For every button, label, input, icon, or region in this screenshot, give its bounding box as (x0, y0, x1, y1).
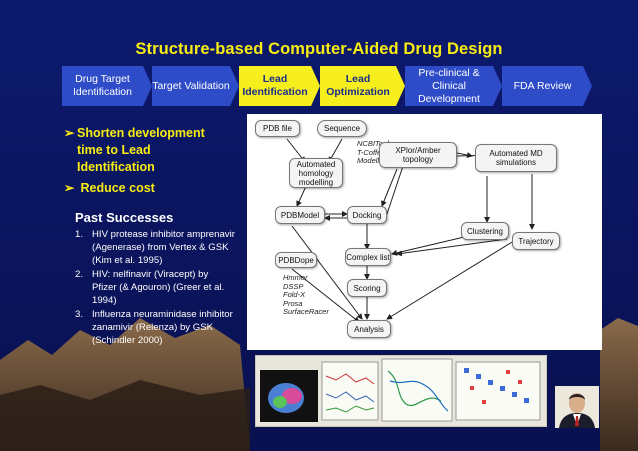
tool-label: Fold-X (283, 290, 306, 299)
presenter-photo-art (555, 386, 599, 428)
node-pdb-file: PDB file (255, 120, 300, 137)
step-clinical-development: Pre-clinical & Clinical Development (405, 66, 493, 106)
tool-label: Modeller (357, 156, 386, 165)
step-arrow (143, 66, 152, 106)
arrow-bullet-icon: ➢ (64, 126, 75, 140)
list-text: Influenza neuraminidase inhibitor zanami… (92, 309, 233, 346)
past-successes-title: Past Successes (75, 210, 174, 225)
node-trajectory: Trajectory (512, 232, 560, 250)
bullet-reduce-cost: ➢ Reduce cost (64, 180, 155, 197)
tool-label: DSSP (283, 281, 304, 291)
node-complex-list: Complex list (345, 248, 391, 266)
bullet-shorten: ➢ Shorten development time to Lead Ident… (64, 125, 234, 176)
slide-title: Structure-based Computer-Aided Drug Desi… (135, 40, 503, 58)
list-number: 3. (75, 309, 84, 320)
node-pdbdope: PDBDope (275, 252, 317, 268)
step-arrow (311, 66, 320, 106)
step-lead-optimization: Lead Optimization (320, 66, 396, 106)
pdbdope-tools: Hmmer DSSP Fold-X Prosa SurfaceRacer (283, 273, 329, 317)
node-analysis: Analysis (347, 320, 391, 338)
bullet-text: Shorten development time to Lead Identif… (77, 126, 205, 174)
node-scoring: Scoring (347, 279, 387, 297)
node-xplor-amber: XPlor/Amber topology (379, 142, 457, 168)
list-item: 2. HIV: nelfinavir (Viracept) by Pfizer (… (75, 268, 235, 307)
list-text: HIV protease inhibitor amprenavir (Agene… (92, 229, 235, 266)
tool-label: Prosa (283, 298, 303, 308)
step-fda-review: FDA Review (502, 66, 583, 106)
list-item: 1. HIV protease inhibitor amprenavir (Age… (75, 228, 235, 267)
step-arrow (230, 66, 239, 106)
list-text: HIV: nelfinavir (Viracept) by Pfizer (& … (92, 269, 225, 306)
node-md-simulations: Automated MD simulations (475, 144, 557, 172)
workflow-diagram: PDB file Sequence NCBITools T-Coffee Mod… (247, 114, 602, 350)
tool-label: NCBITools (357, 139, 393, 148)
step-arrow (396, 66, 405, 106)
node-pdbmodel: PDBModel (275, 206, 325, 224)
analysis-screenshots (255, 355, 547, 427)
tool-label: T-Coffee (357, 147, 386, 157)
bullet-text: Reduce cost (80, 181, 155, 195)
analysis-screenshots-art (260, 358, 541, 422)
arrow-bullet-icon: ➢ (64, 181, 75, 195)
presenter-photo (555, 386, 599, 428)
list-number: 1. (75, 229, 84, 240)
sequence-tools: NCBITools T-Coffee Modeller (357, 139, 393, 166)
step-arrow (583, 66, 592, 106)
node-sequence: Sequence (317, 120, 367, 137)
tool-label: SurfaceRacer (283, 307, 329, 316)
list-item: 3. Influenza neuraminidase inhibitor zana… (75, 308, 235, 347)
node-clustering: Clustering (461, 222, 509, 240)
step-lead-identification: Lead Identification (239, 66, 311, 106)
past-successes-list: 1. HIV protease inhibitor amprenavir (Age… (75, 228, 235, 348)
node-docking: Docking (347, 206, 387, 224)
step-target-validation: Target Validation (152, 66, 230, 106)
step-arrow (493, 66, 502, 106)
step-drug-target-identification: Drug Target Identification (62, 66, 143, 106)
list-number: 2. (75, 269, 84, 280)
tool-label: Hmmer (283, 273, 308, 282)
node-homology-modelling: Automated homology modelling (289, 158, 343, 188)
